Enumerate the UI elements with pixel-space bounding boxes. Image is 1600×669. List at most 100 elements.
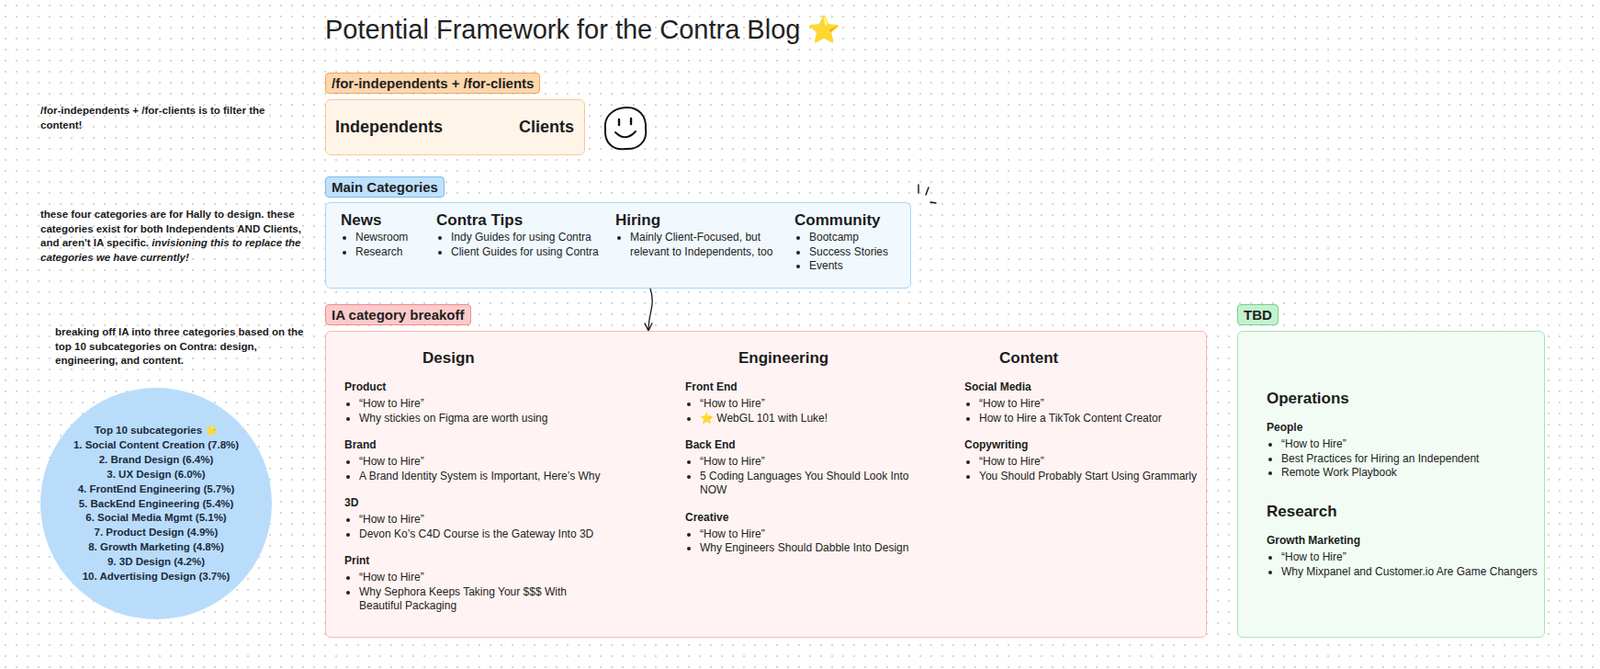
subheading: Social Media — [964, 379, 1199, 395]
note-text: breaking off IA into three categories ba… — [55, 326, 305, 366]
stat-line: 9. 3D Design (4.2%) — [40, 554, 272, 570]
column-heading: Content — [999, 349, 1059, 368]
stats-circle: Top 10 subcategories ⭐1. Social Content … — [40, 387, 272, 620]
arrow-connector — [644, 288, 653, 331]
stat-line: 6. Social Media Mgmt (5.1%) — [40, 510, 272, 526]
bullet-list: “How to Hire”A Brand Identity System is … — [344, 454, 611, 484]
text-group: HiringMainly Client-Focused, but relevan… — [615, 211, 774, 260]
bullet-item: Mainly Client-Focused, but relevant to I… — [630, 230, 774, 260]
subheading: Print — [344, 552, 611, 568]
subheading: Growth Marketing — [1266, 532, 1538, 548]
bullet-item: “How to Hire” — [359, 454, 611, 470]
bullet-list: BootcampSuccess StoriesEvents — [794, 230, 905, 274]
bullet-item: “How to Hire” — [699, 396, 926, 412]
bullet-list: “How to Hire”You Should Probably Start U… — [964, 454, 1199, 484]
bullet-list: “How to Hire”How to Hire a TikTok Conten… — [964, 396, 1199, 426]
stat-line: 7. Product Design (4.9%) — [40, 525, 272, 541]
column-heading: Community — [794, 211, 905, 230]
bullet-list: “How to Hire”Best Practices for Hiring a… — [1266, 437, 1538, 481]
subheading: Product — [344, 379, 611, 395]
subheading: Copywriting — [964, 437, 1199, 452]
bullet-item: “How to Hire” — [699, 454, 926, 470]
text-group: Front End“How to Hire”⭐ WebGL 101 with L… — [685, 379, 926, 556]
subheading: Brand — [344, 437, 611, 452]
text-group: Top 10 subcategories ⭐1. Social Content … — [40, 423, 272, 585]
bullet-item: A Brand Identity System is Important, He… — [359, 469, 611, 485]
tag-text: Main Categories — [331, 179, 439, 195]
smiley-doodle — [601, 104, 650, 153]
stat-line: Top 10 subcategories ⭐ — [40, 423, 272, 439]
bullet-item: “How to Hire” — [1281, 550, 1538, 565]
bullet-item: Events — [809, 259, 905, 274]
column-heading: Design — [422, 349, 475, 368]
text-group: Content — [999, 349, 1059, 373]
bullet-item: Bootcamp — [809, 230, 905, 246]
diagram-title: Potential Framework for the Contra Blog … — [325, 12, 841, 46]
bullet-item: Remote Work Playbook — [1281, 465, 1538, 481]
column-heading: Operations — [1266, 389, 1538, 408]
stat-line: 10. Advertising Design (3.7%) — [40, 569, 272, 585]
stat-line: 8. Growth Marketing (4.8%) — [40, 540, 272, 555]
stat-line: 5. BackEnd Engineering (5.4%) — [40, 496, 272, 512]
bullet-list: “How to Hire”Why Sephora Keeps Taking Yo… — [344, 570, 611, 614]
tag-text: TBD — [1243, 306, 1273, 323]
bullet-item: 5 Coding Languages You Should Look Into … — [699, 469, 926, 498]
bullet-item: “How to Hire” — [979, 454, 1199, 470]
bullet-item: Why Sephora Keeps Taking Your $$$ With B… — [359, 585, 611, 614]
column-heading: Engineering — [738, 349, 829, 368]
subheading: Creative — [685, 509, 926, 525]
column-heading: Research — [1266, 502, 1538, 521]
bullet-item: Success Stories — [809, 245, 905, 260]
bullet-item: Research — [355, 245, 433, 260]
side-note: /for-independents + /for-clients is to f… — [40, 103, 298, 133]
bullet-list: Indy Guides for using ContraClient Guide… — [436, 230, 611, 260]
tag-label: IA category breakoff — [325, 304, 472, 326]
category-box: NewsNewsroomResearchContra TipsIndy Guid… — [325, 202, 912, 289]
ia-box: DesignEngineeringContentProduct“How to H… — [325, 330, 1207, 638]
label-text: Clients — [518, 116, 575, 137]
smiley-mouth — [615, 131, 636, 137]
bullet-item: “How to Hire” — [359, 570, 611, 586]
bullet-item: “How to Hire” — [979, 396, 1199, 412]
tag-text: IA category breakoff — [331, 306, 465, 323]
bullet-item: Why Mixpanel and Customer.io Are Game Ch… — [1281, 564, 1538, 580]
text-group: ResearchGrowth Marketing “How to Hire”Why… — [1266, 502, 1538, 579]
bullet-item: Newsroom — [355, 230, 433, 246]
side-note: these four categories are for Hally to d… — [40, 207, 307, 265]
bullet-item: You Should Probably Start Using Grammarl… — [979, 469, 1199, 485]
text-group: Independents — [335, 116, 443, 137]
stat-line: 3. UX Design (6.0%) — [40, 467, 272, 483]
subheading: Front End — [685, 379, 926, 395]
label-text: Independents — [335, 116, 443, 137]
bullet-list: “How to Hire”Why Engineers Should Dabble… — [685, 527, 926, 556]
bullet-item: ⭐ WebGL 101 with Luke! — [699, 411, 926, 427]
bullet-item: Why Engineers Should Dabble Into Design — [699, 540, 926, 556]
tag-text: /for-independents + /for-clients — [331, 75, 534, 91]
text-group: CommunityBootcampSuccess StoriesEvents — [794, 211, 905, 274]
bullet-item: Why stickies on Figma are worth using — [359, 411, 611, 427]
stat-line: 1. Social Content Creation (7.8%) — [40, 438, 272, 453]
bullet-list: “How to Hire”Why stickies on Figma are w… — [344, 396, 611, 426]
subheading: 3D — [344, 495, 611, 510]
column-heading: News — [340, 211, 433, 230]
bullet-item: How to Hire a TikTok Content Creator — [979, 411, 1199, 427]
subheading: People — [1266, 419, 1538, 435]
bullet-item: Best Practices for Hiring an Independent — [1281, 451, 1538, 467]
text-group: OperationsPeople “How to Hire”Best Practi… — [1266, 389, 1538, 481]
stat-line: 4. FrontEnd Engineering (5.7%) — [40, 482, 272, 497]
smiley-face — [605, 107, 647, 149]
spark-doodle — [913, 181, 942, 210]
subheading: Back End — [685, 437, 926, 452]
text-group: Clients — [518, 116, 575, 137]
side-note: breaking off IA into three categories ba… — [55, 325, 305, 369]
text-group: Design — [422, 349, 475, 373]
text-group: Contra TipsIndy Guides for using ContraC… — [436, 211, 611, 260]
text-group: NewsNewsroomResearch — [340, 211, 433, 260]
bullet-item: Indy Guides for using Contra — [450, 230, 611, 246]
bullet-list: “How to Hire”⭐ WebGL 101 with Luke! — [685, 396, 926, 426]
spark-strokes — [918, 184, 936, 203]
bullet-list: Mainly Client-Focused, but relevant to I… — [615, 230, 774, 260]
tbd-box: OperationsPeople“How to Hire”Best Practi… — [1237, 330, 1545, 638]
bullet-list: NewsroomResearch — [340, 230, 433, 260]
